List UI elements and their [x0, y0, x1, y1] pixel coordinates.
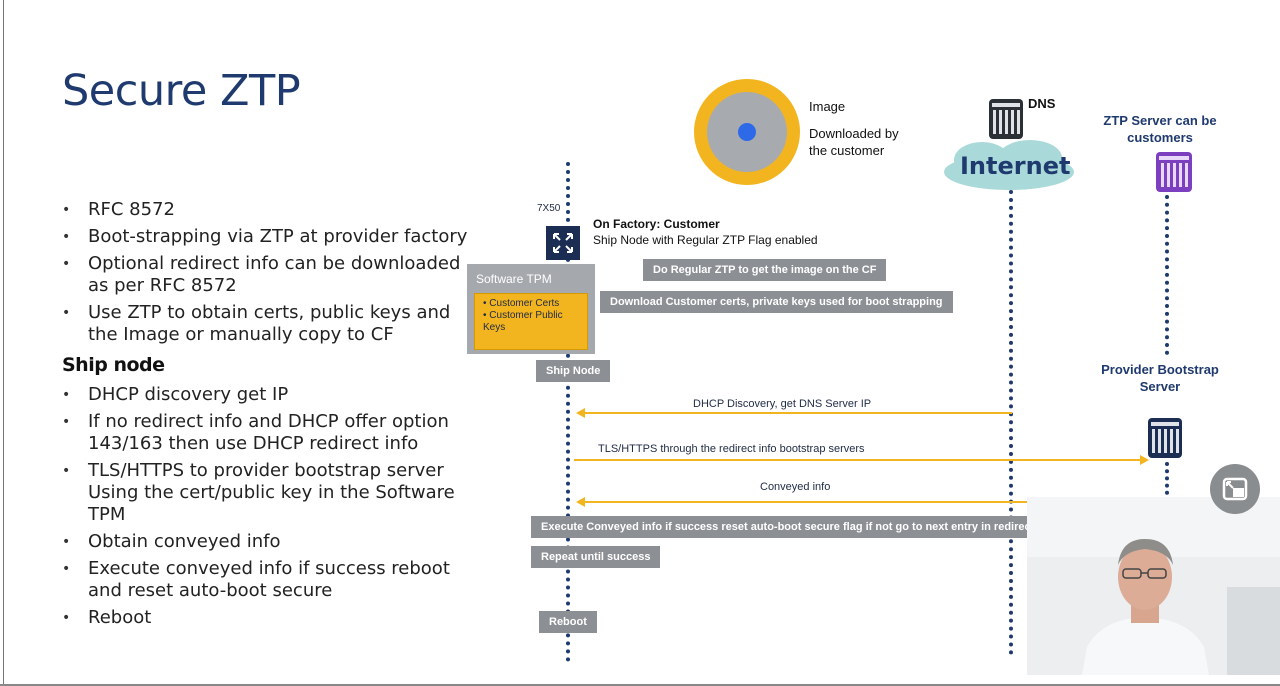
picture-in-picture-icon	[1222, 477, 1248, 501]
internet-lifeline	[1009, 190, 1013, 655]
dns-label: DNS	[1028, 96, 1056, 111]
factory-description: Ship Node with Regular ZTP Flag enabled	[593, 233, 818, 247]
msg-dhcp-label: DHCP Discovery, get DNS Server IP	[693, 398, 872, 410]
slide-bottom-border	[0, 684, 1280, 686]
step-ship-node: Ship Node	[536, 360, 611, 382]
software-tpm-title: Software TPM	[476, 272, 552, 286]
dns-server-icon	[989, 99, 1023, 139]
disc-image-icon	[694, 79, 800, 185]
step-regular-ztp: Do Regular ZTP to get the image on the C…	[643, 259, 887, 281]
ztp-server-icon	[1156, 152, 1192, 192]
step-reboot: Reboot	[539, 611, 597, 633]
webcam-video[interactable]	[1027, 497, 1280, 675]
slide-left-border	[3, 0, 4, 686]
image-label: Image	[809, 99, 846, 114]
msg-tls-label: TLS/HTTPS through the redirect info boot…	[598, 443, 865, 455]
bullet-list-top: RFC 8572 Boot-strapping via ZTP at provi…	[62, 199, 472, 351]
ztp-server-label: ZTP Server can be customers	[1103, 113, 1217, 145]
bullet-item: Execute conveyed info if success reboot …	[62, 558, 482, 602]
tpm-item: Customer Public Keys	[483, 310, 587, 334]
slide-title: Secure ZTP	[62, 66, 301, 116]
msg-tls-arrow	[574, 459, 1140, 461]
bullet-item: Use ZTP to obtain certs, public keys and…	[62, 302, 472, 346]
presenter-video-frame	[1027, 497, 1280, 675]
internet-cloud-icon	[944, 140, 1074, 190]
bullet-item: Obtain conveyed info	[62, 531, 482, 553]
bullet-item: DHCP discovery get IP	[62, 384, 482, 406]
provider-bootstrap-label: Provider Bootstrap Server	[1101, 362, 1219, 394]
tpm-contents: Customer Certs Customer Public Keys	[474, 293, 588, 350]
bullet-item: Reboot	[62, 607, 482, 629]
step-download-certs: Download Customer certs, private keys us…	[600, 291, 953, 313]
bullet-item: TLS/HTTPS to provider bootstrap server U…	[62, 460, 482, 526]
ztp-server-lifeline	[1165, 195, 1169, 355]
bootstrap-server-icon	[1148, 418, 1182, 458]
step-execute: Execute Conveyed info if success reset a…	[531, 516, 1068, 538]
bootstrap-lifeline	[1165, 462, 1169, 502]
ship-node-heading: Ship node	[62, 354, 165, 376]
internet-label: Internet	[960, 152, 1071, 180]
bullet-list-ship: DHCP discovery get IP If no redirect inf…	[62, 384, 482, 634]
node-id-label: 7X50	[537, 203, 561, 214]
msg-conveyed-arrowhead	[576, 497, 585, 507]
msg-dhcp-arrow	[584, 412, 1012, 414]
msg-conveyed-arrow	[584, 501, 1028, 503]
factory-title: On Factory: Customer	[593, 217, 720, 231]
bullet-item: Optional redirect info can be downloaded…	[62, 253, 472, 297]
bullet-item: If no redirect info and DHCP offer optio…	[62, 411, 482, 455]
tpm-item: Customer Certs	[483, 298, 587, 310]
msg-conveyed-label: Conveyed info	[760, 481, 831, 493]
msg-dhcp-arrowhead	[576, 408, 585, 418]
image-download-label: Downloaded by the customer	[809, 126, 899, 158]
picture-in-picture-button[interactable]	[1210, 464, 1260, 514]
msg-tls-arrowhead	[1140, 455, 1149, 465]
node-router-icon	[546, 226, 580, 260]
step-repeat: Repeat until success	[531, 546, 661, 568]
node-lifeline	[566, 162, 570, 662]
bullet-item: Boot-strapping via ZTP at provider facto…	[62, 226, 472, 248]
bullet-item: RFC 8572	[62, 199, 472, 221]
